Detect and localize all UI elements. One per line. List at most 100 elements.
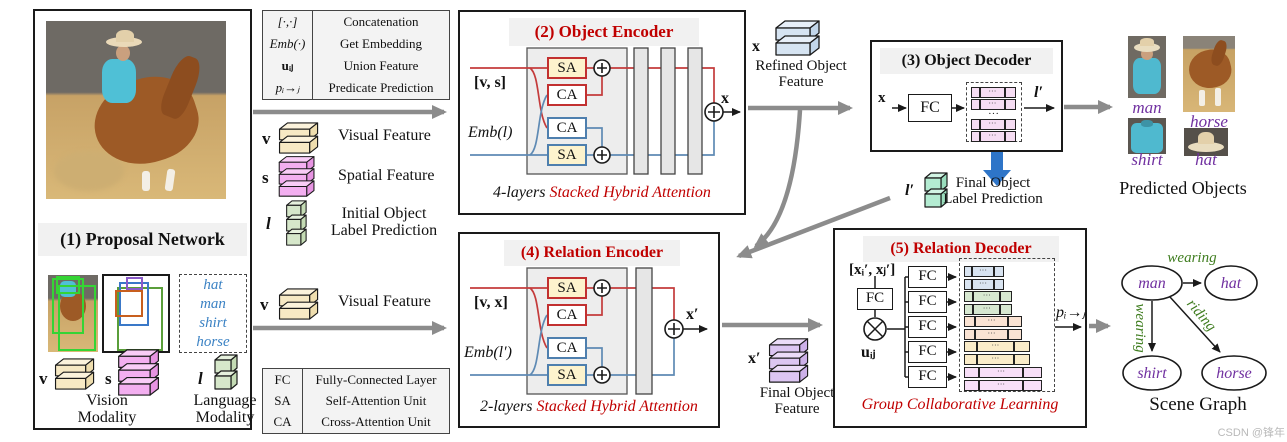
add-circles [593,59,724,164]
object-decoder-input-x: x [878,90,886,106]
language-words-box: hat man shirt horse [179,274,247,353]
predicted-horse-label: horse [1190,112,1228,131]
final-feature-label: Final Object Feature [759,385,835,417]
v-symbol: v [39,369,48,388]
legend-initial-cubes [284,198,307,248]
relation-decoder-output-p: pᵢ→ⱼ [1056,304,1086,321]
relation-encoder-box: (4) Relation Encoder [v, x] Emb(l′) SA C… [458,232,720,428]
scene-graph-caption: Scene Graph [1149,394,1247,415]
relation-decoder-fc-5: FC [908,366,947,388]
object-encoder-input-embl: Emb(l) [468,124,513,141]
legend-desc-predicate: Predicate Prediction [328,80,434,95]
relation-decoder-box: (5) Relation Decoder [xᵢ′, xⱼ′] FC uᵢⱼ F… [833,228,1087,428]
vision-modality-label: Vision Modality [77,392,137,426]
relation-decoder-lines [863,273,1082,381]
predicted-hat-crop [1184,128,1228,156]
logits-ellipsis: ··· [988,108,999,120]
legend-spatial-cubes [276,154,318,198]
legend-visual-cubes [276,120,322,156]
legend-desc-concat: Concatenation [343,14,419,29]
scene-graph-nodes [1121,265,1267,391]
object-encoder-diagram [470,47,741,175]
legend-v-symbol: v [262,129,271,148]
mid-v-symbol: v [260,295,269,314]
word-shirt: shirt [199,315,227,331]
object-decoder-logits-box: ··· ··· ··· ··· ··· [966,82,1022,142]
legend-sym-concat: [·,·] [263,11,313,33]
object-decoder-output-l: l′ [1034,84,1043,101]
object-decoder-title: (3) Object Decoder [880,48,1053,74]
legend-sym-union: uᵢⱼ [263,55,313,77]
l-symbol: l [198,369,203,388]
s-symbol: s [105,369,112,388]
legend-l-symbol: l [266,214,271,233]
mid-visual-label: Visual Feature [338,293,431,310]
object-decoder-fc: FC [908,94,952,122]
relation-decoder-diagram [863,273,1082,381]
object-encoder-caption: 4-layers Stacked Hybrid Attention [493,184,711,201]
relation-encoder-input-embl: Emb(l′) [464,344,512,361]
relation-encoder-ca-visual: CA [547,304,587,326]
language-modality-label: Language Modality [193,392,257,426]
edge-wearing-hat: wearing [1167,250,1217,266]
relation-decoder-fc-pair: FC [857,288,893,310]
predicted-shirt-label: shirt [1131,150,1163,169]
watermark: CSDN @锋年 [1217,427,1285,439]
node-shirt: shirt [1137,365,1167,382]
refined-feature-cubes [772,18,824,58]
legend-sym-ca: CA [263,411,303,433]
object-encoder-sa-visual: SA [547,57,587,79]
relation-encoder-title: (4) Relation Encoder [504,240,680,266]
predicted-man-crop [1128,36,1166,98]
relation-encoder-ca-language: CA [547,337,587,359]
final-feature-cubes [766,336,812,384]
predicted-man-label: man [1132,98,1162,117]
object-encoder-ca-visual: CA [547,84,587,106]
blue-down-arrow [983,148,1011,186]
spatial-boxes-diagram [102,274,170,353]
node-hat: hat [1221,275,1242,292]
predicted-shirt-crop [1128,118,1166,154]
legend-desc-fc: Fully-Connected Layer [315,371,437,387]
word-hat: hat [203,277,223,293]
scene-graph-node-labels: man hat shirt horse [1137,275,1251,382]
relation-decoder-groups-box: ··· ··· ··· ··· ··· ··· ··· ··· ··· ··· [959,258,1055,392]
legend-sym-predicate: pᵢ→ⱼ [263,77,313,99]
spatial-feature-cubes [115,347,163,397]
relation-encoder-caption: 2-layers Stacked Hybrid Attention [480,398,698,415]
relation-decoder-fc-4: FC [908,341,947,363]
relation-decoder-caption: Group Collaborative Learning [861,396,1059,413]
final-label-text: Final Object Label Prediction [943,175,1043,207]
legend-initial-label: Initial Object Label Prediction [330,205,438,239]
relation-decoder-union-symbol: uᵢⱼ [861,344,876,361]
stacked-layer-bars [633,47,703,175]
edge-riding-horse: riding [1183,296,1219,335]
stacked-layer-bar [635,267,653,395]
legend-desc-ca: Cross-Attention Unit [321,414,431,430]
relation-encoder-sa-visual: SA [547,277,587,299]
mid-visual-cubes [276,286,322,322]
proposal-network-title: (1) Proposal Network [38,223,247,256]
legend-desc-sa: Self-Attention Unit [325,392,427,408]
edge-wearing-shirt: wearing [1132,303,1148,353]
legend-sym-sa: SA [263,390,303,412]
relation-encoder-input-vx: [v, x] [474,294,508,311]
language-stream-lines [470,314,675,376]
relation-decoder-fc-3: FC [908,316,947,338]
initial-label-cubes [212,352,238,392]
word-man: man [200,296,226,312]
input-photo [46,21,226,199]
relation-decoder-title: (5) Relation Decoder [863,236,1059,262]
legend-sym-emb: Emb(·) [263,33,313,55]
predicted-hat-label: hat [1195,150,1217,169]
notation-legend-table: [·,·] Concatenation Emb(·) Get Embedding… [262,10,450,100]
visual-stream-lines [470,287,675,349]
visual-feature-cubes [52,356,98,392]
object-decoder-box: (3) Object Decoder x FC ··· ··· ··· ··· … [870,40,1063,152]
predicted-objects-caption: Predicted Objects [1119,178,1247,198]
legend-sym-fc: FC [263,369,303,391]
relation-encoder-sa-language: SA [547,364,587,386]
scene-graph-edges [1148,279,1221,353]
predicted-horse-crop [1183,36,1235,112]
